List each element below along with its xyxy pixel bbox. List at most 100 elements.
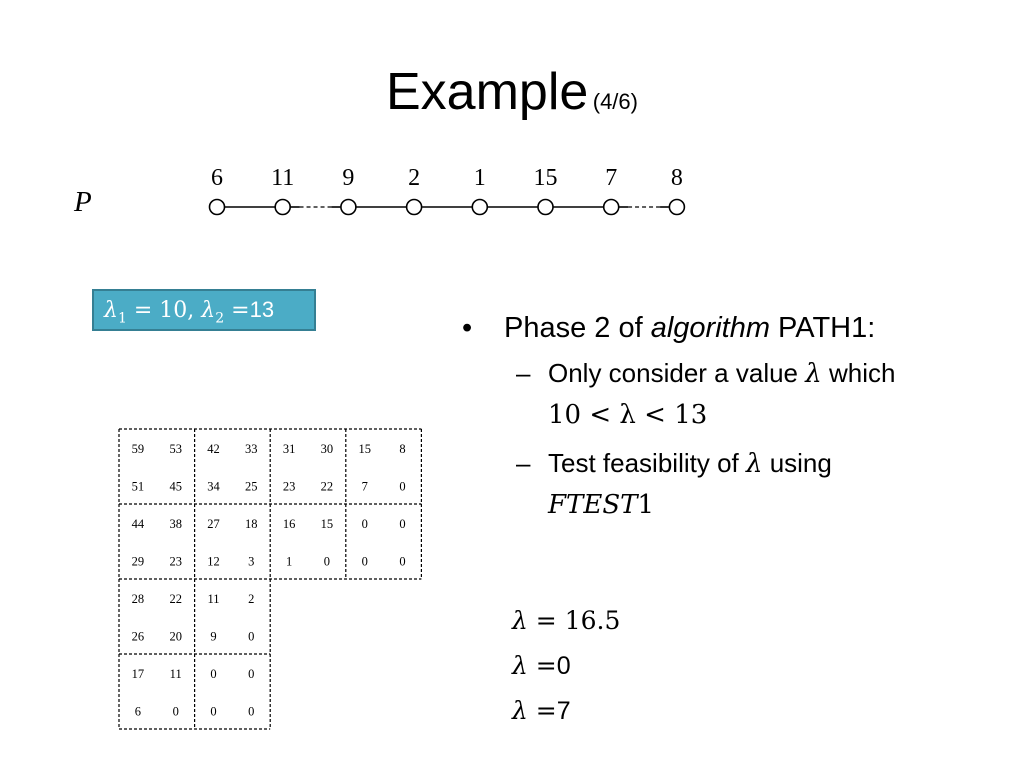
equals: = — [527, 651, 557, 680]
title-sub: (4/6) — [592, 89, 638, 114]
matrix-cell: 18 — [245, 517, 257, 531]
matrix-cell: 20 — [169, 629, 182, 643]
matrix-cell: 29 — [132, 554, 145, 568]
matrix-cell: 25 — [245, 479, 257, 493]
matrix-cell: 26 — [132, 629, 145, 643]
lambda1-symbol: λ — [104, 298, 118, 323]
title-main: Example — [385, 63, 589, 121]
matrix-cell: 6 — [135, 704, 141, 718]
bullet-phase2: • Phase 2 of algorithm PATH1: — [460, 312, 1020, 345]
matrix-cell: 34 — [207, 479, 220, 493]
matrix-cell: 0 — [210, 667, 216, 681]
matrix-cell: 22 — [169, 592, 182, 606]
matrix-cell: 42 — [207, 442, 220, 456]
path-label: P — [74, 186, 92, 218]
bullet-dot: • — [462, 312, 473, 344]
lambda2-symbol: λ — [201, 298, 216, 323]
lambda-value: 7 — [556, 697, 571, 725]
subbullet-consider: – Only consider a value λ which 10 < λ <… — [460, 353, 1020, 435]
bullet-suffix: PATH1: — [770, 312, 876, 344]
lambda-symbol: λ — [512, 651, 528, 680]
matrix-cell: 3 — [248, 554, 254, 568]
path-node — [405, 198, 423, 216]
matrix-cell: 44 — [132, 517, 145, 531]
lambda1-eq: = 10, — [126, 298, 202, 323]
lambda2-value: 13 — [249, 297, 275, 322]
subbullet-after: using — [762, 448, 832, 478]
subbullet-text: Only consider a value — [548, 358, 806, 388]
path-node-label: 11 — [271, 165, 294, 191]
matrix-cell: 0 — [324, 554, 330, 568]
matrix-cell: 53 — [169, 442, 182, 456]
matrix-cell: 31 — [283, 442, 296, 456]
path-node — [668, 198, 686, 216]
lambda-value-line: λ =0 — [512, 651, 620, 696]
matrix-cell: 7 — [362, 479, 368, 493]
matrix-cell: 0 — [248, 667, 254, 681]
matrix-cell: 0 — [399, 554, 405, 568]
matrix-cell: 23 — [169, 554, 182, 568]
path-node — [208, 198, 226, 216]
path-node-label: 15 — [534, 165, 558, 191]
lambda2-eq: = — [224, 298, 250, 323]
matrix-cell: 30 — [321, 442, 334, 456]
matrix-cell: 0 — [362, 517, 368, 531]
equals: = — [527, 606, 565, 635]
lambda-symbol: λ — [745, 449, 763, 479]
matrix-cell: 27 — [207, 517, 220, 531]
matrix-cell: 0 — [248, 629, 254, 643]
matrix-cell: 23 — [283, 479, 296, 493]
matrix-cell: 33 — [245, 442, 257, 456]
matrix-cell: 45 — [169, 479, 182, 493]
matrix-cell: 1 — [286, 554, 292, 568]
dash-marker: – — [516, 448, 531, 478]
matrix-cell: 0 — [399, 479, 405, 493]
slide-title: Example (4/6) — [0, 62, 1024, 122]
subbullet-text: Test feasibility of — [548, 448, 746, 478]
matrix-cell: 0 — [362, 554, 368, 568]
matrix-cell: 0 — [173, 704, 179, 718]
matrix-cell: 16 — [283, 517, 296, 531]
lambda-symbol: λ — [512, 696, 528, 725]
ftest-num: 1 — [637, 490, 655, 520]
inequality: 10 < λ < 13 — [548, 400, 708, 430]
matrix-cell: 22 — [321, 479, 334, 493]
matrix-cell: 0 — [399, 517, 405, 531]
matrix-cell: 11 — [170, 667, 182, 681]
dash-marker: – — [516, 358, 531, 388]
matrix-cell: 17 — [132, 667, 145, 681]
path-node-label: 1 — [474, 165, 486, 191]
path-node-label: 7 — [605, 165, 617, 191]
equals: = — [527, 696, 557, 725]
matrix-cell: 12 — [207, 554, 220, 568]
subbullet-after: which — [821, 358, 896, 388]
bullet-text: Phase 2 of — [504, 312, 651, 344]
matrix-cell: 15 — [321, 517, 334, 531]
bullet-italic: algorithm — [650, 312, 770, 344]
lambda2-sub: 2 — [215, 310, 225, 327]
matrix-cell: 8 — [399, 442, 405, 456]
matrix-cell: 15 — [358, 442, 371, 456]
lambda-symbol: λ — [512, 606, 528, 635]
matrix-cell: 11 — [207, 592, 219, 606]
path-node-label: 9 — [342, 165, 354, 191]
lambda-value-line: λ =7 — [512, 696, 620, 741]
lambda1-sub: 1 — [117, 310, 127, 327]
path-node-label: 2 — [408, 165, 420, 191]
matrix-cell: 2 — [248, 592, 254, 606]
lambda-value: 16.5 — [564, 606, 621, 635]
matrix-cell: 0 — [210, 704, 216, 718]
subbullet-test: – Test feasibility of λ using FTEST1 — [460, 443, 1020, 525]
matrix-cell: 59 — [132, 442, 145, 456]
matrix-cell: 0 — [248, 704, 254, 718]
bullet-list: • Phase 2 of algorithm PATH1: – Only con… — [460, 312, 1020, 525]
path-node-label: 6 — [211, 165, 223, 191]
lambda-value-line: λ = 16.5 — [512, 606, 620, 651]
path-node — [274, 198, 291, 216]
path-node — [537, 198, 554, 216]
path-node — [602, 198, 620, 216]
matrix-cell: 38 — [169, 517, 182, 531]
matrix-cell: 51 — [132, 479, 145, 493]
lambda-value: 0 — [556, 652, 571, 680]
